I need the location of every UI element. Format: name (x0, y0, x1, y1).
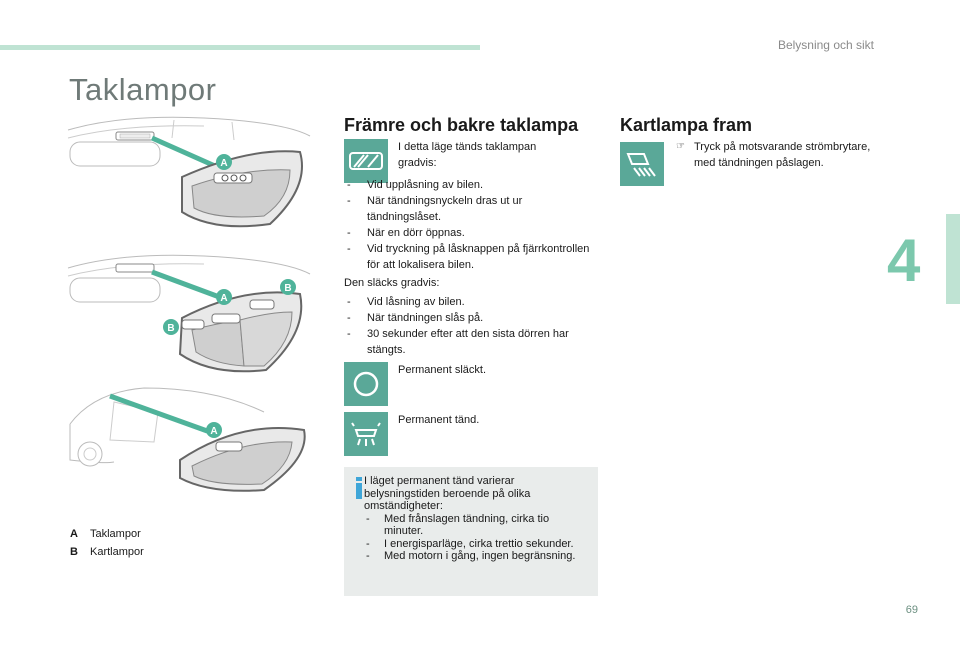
map-lamp-heading: Kartlampa fram (620, 115, 753, 135)
map-lamp-icon (620, 142, 664, 186)
callout-a (206, 422, 222, 438)
callout-b (280, 279, 296, 295)
svg-text:B: B (284, 283, 291, 294)
map-lamp-illustration: A B B (67, 254, 311, 373)
list-item: 30 sekunder efter att den sista dörren h… (344, 326, 596, 358)
bullet-arrow-icon: ☞ (676, 141, 685, 152)
mode-intro: I detta läge tänds taklampan gradvis: (398, 141, 537, 169)
page-title: Taklampor (69, 72, 217, 107)
list-item: Vid upplåsning av bilen. (344, 177, 596, 193)
section-title: Belysning och sikt (777, 38, 874, 52)
svg-text:A: A (220, 293, 227, 304)
list-item: När tändningsnyckeln dras ut ur tändning… (344, 193, 596, 225)
front-lamp-illustration: A (67, 116, 311, 228)
lamp-on-icon (344, 412, 388, 456)
perm-off-text: Permanent släckt. (398, 364, 487, 376)
info-text: I läget permanent tänd varierar belysnin… (364, 475, 590, 563)
info-box: I läget permanent tänd varierar belysnin… (344, 467, 598, 596)
page-number: 69 (905, 604, 918, 616)
circle-off-icon (344, 362, 388, 406)
list-item: I energisparläge, cirka trettio sekunder… (364, 538, 590, 551)
off-intro: Den släcks gradvis: (344, 277, 440, 289)
svg-text:B: B (167, 323, 174, 334)
off-list: Vid låsning av bilen. När tändningen slå… (344, 294, 596, 358)
callout-a (216, 154, 232, 170)
chapter-number: 4 (887, 227, 921, 294)
svg-text:A: A (220, 158, 227, 169)
on-list: Vid upplåsning av bilen. När tändningsny… (344, 177, 596, 273)
door-lamp-icon (344, 139, 388, 183)
chapter-tab (946, 214, 960, 304)
perm-on-text: Permanent tänd. (398, 414, 480, 426)
list-item: Med frånslagen tändning, cirka tio minut… (364, 513, 590, 538)
list-item: När tändningen slås på. (344, 310, 596, 326)
svg-text:A: A (210, 426, 217, 437)
callout-a (216, 289, 232, 305)
info-icon (356, 477, 362, 499)
callout-b (163, 319, 179, 335)
front-rear-heading: Främre och bakre taklampa (344, 115, 579, 135)
map-lamp-instruction: ☞ Tryck på motsvarande strömbrytare, med… (676, 141, 871, 169)
list-item: Med motorn i gång, ingen begränsning. (364, 550, 590, 563)
header-bar (0, 45, 480, 50)
rear-lamp-illustration: A (69, 387, 306, 492)
list-item: När en dörr öppnas. (344, 225, 596, 241)
list-item: Vid tryckning på låsknappen på fjärrkont… (344, 241, 596, 273)
list-item: Vid låsning av bilen. (344, 294, 596, 310)
